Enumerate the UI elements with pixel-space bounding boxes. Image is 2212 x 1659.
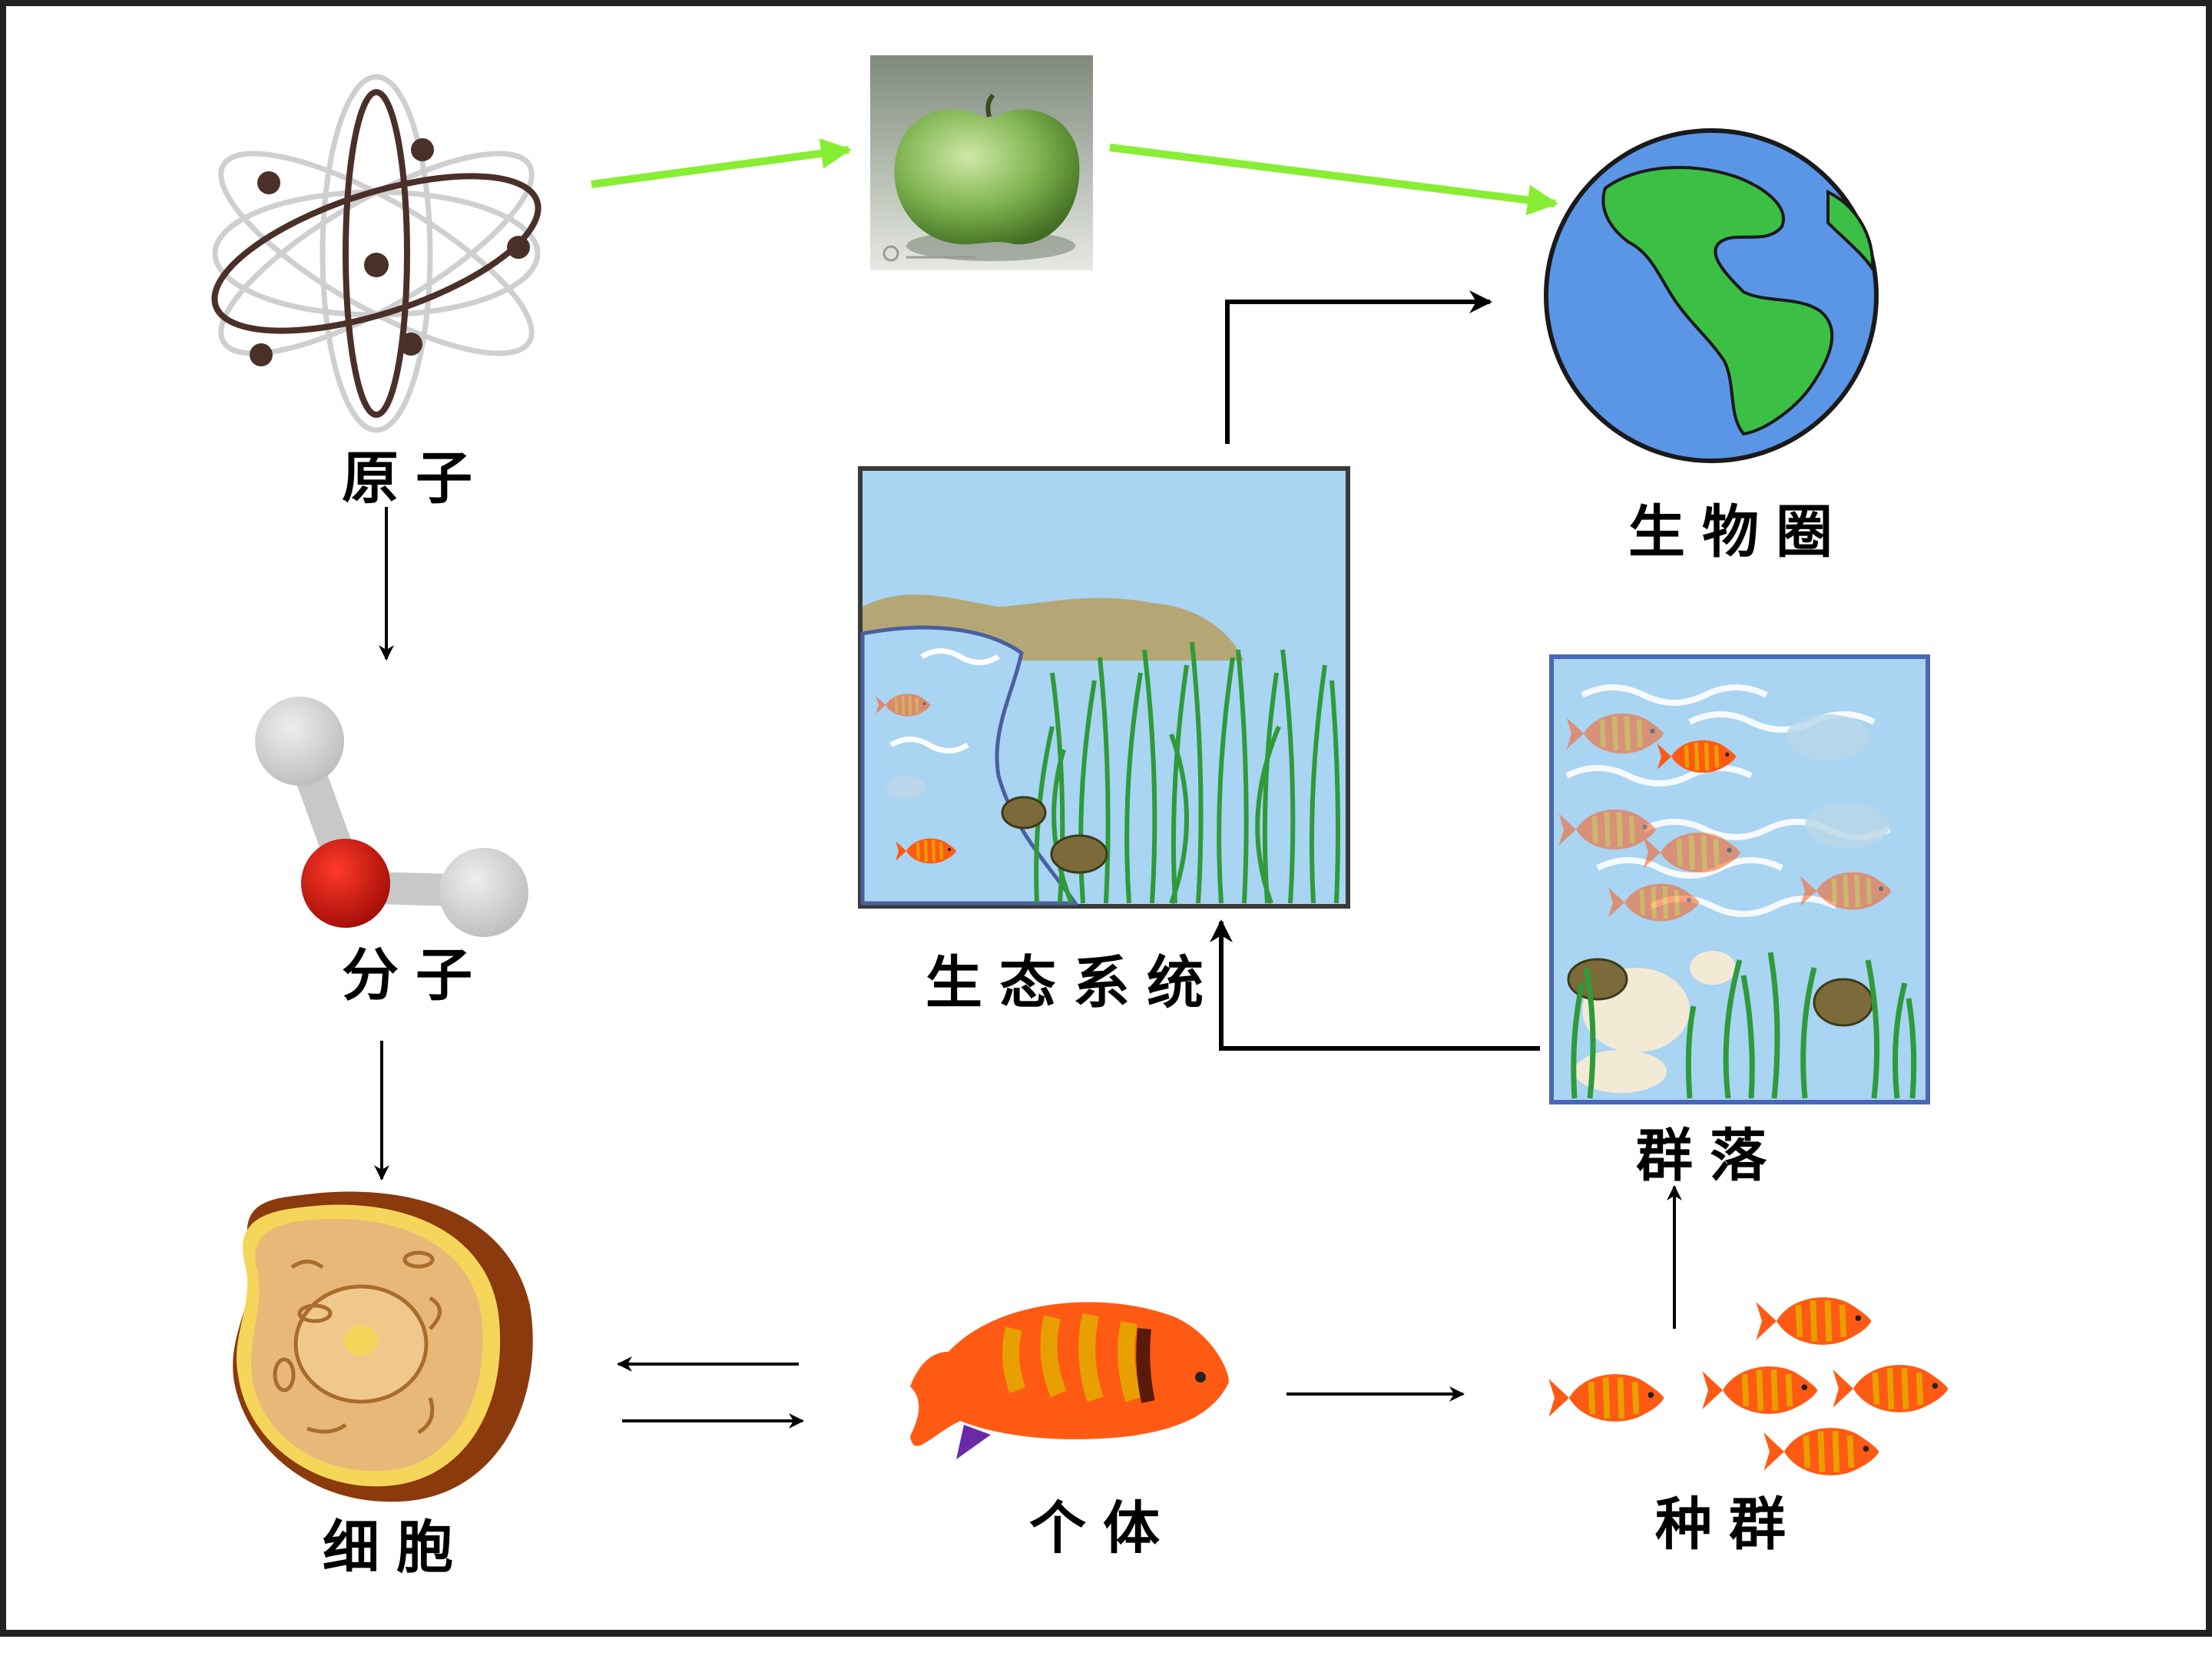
label-biosphere: 生物圈 — [1628, 499, 1849, 565]
arrow-atom-to-apple — [591, 137, 852, 188]
atom-illustration — [211, 74, 541, 433]
community-illustration — [1549, 654, 1930, 1104]
label-molecule: 分子 — [342, 942, 489, 1008]
apple-illustration — [870, 55, 1093, 270]
label-ecosystem: 生态系统 — [926, 950, 1220, 1016]
label-atom: 原子 — [342, 445, 489, 512]
ecosystem-illustration — [858, 466, 1350, 909]
population-illustration — [1548, 1297, 1948, 1475]
arrow-ecosystem-to-biosphere — [1225, 290, 1492, 444]
cell-illustration — [233, 1191, 533, 1502]
arrow-community-to-ecosystem — [1210, 919, 1540, 1051]
label-individual: 个体 — [1029, 1495, 1177, 1561]
label-cell: 细胞 — [323, 1515, 470, 1581]
arrow-apple-to-biosphere — [1109, 144, 1558, 216]
biosphere-earth-illustration — [1544, 128, 1879, 463]
individual-fish-illustration — [910, 1302, 1229, 1459]
molecule-illustration — [255, 697, 528, 937]
label-community: 群落 — [1636, 1123, 1783, 1189]
label-population: 种群 — [1655, 1492, 1803, 1558]
